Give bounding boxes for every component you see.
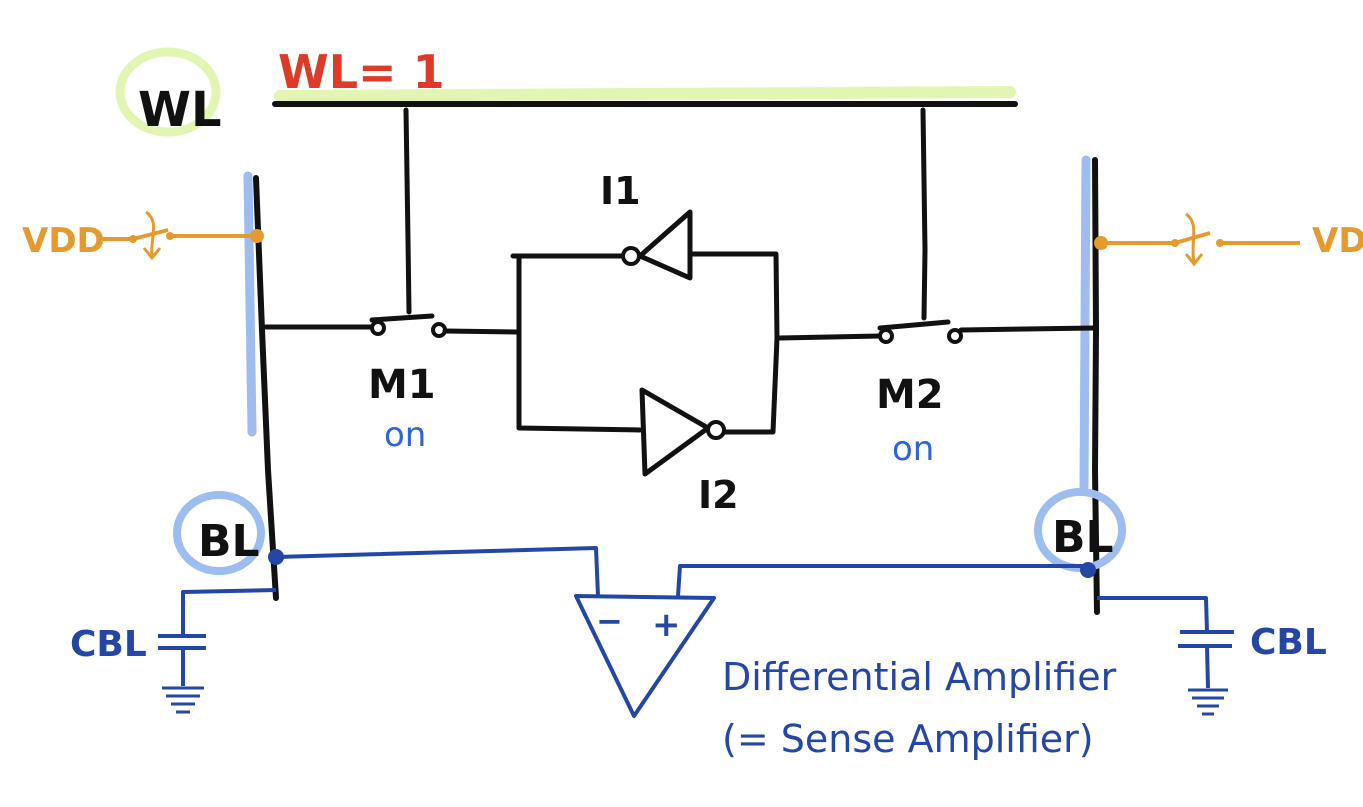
latch-loop [510, 251, 780, 435]
bit-line-left-wire [253, 175, 279, 601]
inverter-i2: I2 [639, 387, 739, 517]
amp-minus-label: − [596, 602, 623, 640]
bl-tag-left: BL [173, 491, 265, 575]
bit-line-right-highlight [1079, 155, 1091, 493]
word-line-drop-right [920, 107, 928, 321]
i1-label: I1 [600, 169, 641, 213]
m2-label: M2 [876, 372, 944, 418]
vdd-left-node [250, 229, 264, 243]
inverter-i2-body [639, 387, 711, 477]
inverter-i1: I1 [600, 169, 693, 281]
vdd-right-label: VDD [1312, 221, 1363, 261]
m2-state: on [892, 429, 934, 469]
cbl-left-label: CBL [70, 624, 147, 665]
m1-state: on [384, 415, 426, 455]
bl-left-label: BL [198, 516, 260, 567]
word-line-highlight [274, 86, 1016, 102]
inverter-i1-bubble [621, 246, 641, 266]
vdd-switch-left: VDD [22, 210, 264, 261]
inverter-i1-body [637, 209, 693, 281]
i2-label: I2 [698, 473, 739, 517]
sense-amp-wiring [268, 546, 1096, 597]
bit-line-left [243, 171, 279, 601]
wl-state-label: WL= 1 [278, 45, 445, 99]
word-line [272, 86, 1018, 321]
m1-label: M1 [368, 362, 436, 408]
capacitor-right: CBL [1097, 596, 1327, 716]
amp-title: Differential Amplifier [722, 655, 1117, 699]
sense-amplifier: − + [574, 594, 716, 718]
wl-tag-text: WL [138, 82, 222, 138]
access-transistor-m1: M1 on [263, 313, 519, 455]
amp-subtitle: (= Sense Amplifier) [722, 717, 1094, 761]
wl-tag: WL [115, 47, 222, 138]
wl-tag-highlight [115, 47, 221, 137]
access-transistor-m2: M2 on [777, 319, 1098, 469]
sense-amplifier-body [574, 594, 716, 718]
word-line-drop-left [403, 107, 412, 315]
bit-line-left-highlight [243, 171, 257, 437]
vdd-switch-right: VDD [1094, 212, 1363, 267]
amp-plus-label: + [652, 605, 681, 645]
bl-tag-left-highlight [173, 491, 265, 575]
bl-tag-right: BL [1034, 488, 1126, 572]
capacitor-left: CBL [70, 588, 277, 714]
ground-right-icon [1188, 688, 1228, 716]
bl-right-label: BL [1052, 512, 1114, 563]
ground-left-icon [162, 686, 204, 714]
inverter-i2-bubble [706, 420, 726, 440]
cbl-right-label: CBL [1250, 622, 1327, 663]
vdd-left-label: VDD [22, 221, 105, 261]
